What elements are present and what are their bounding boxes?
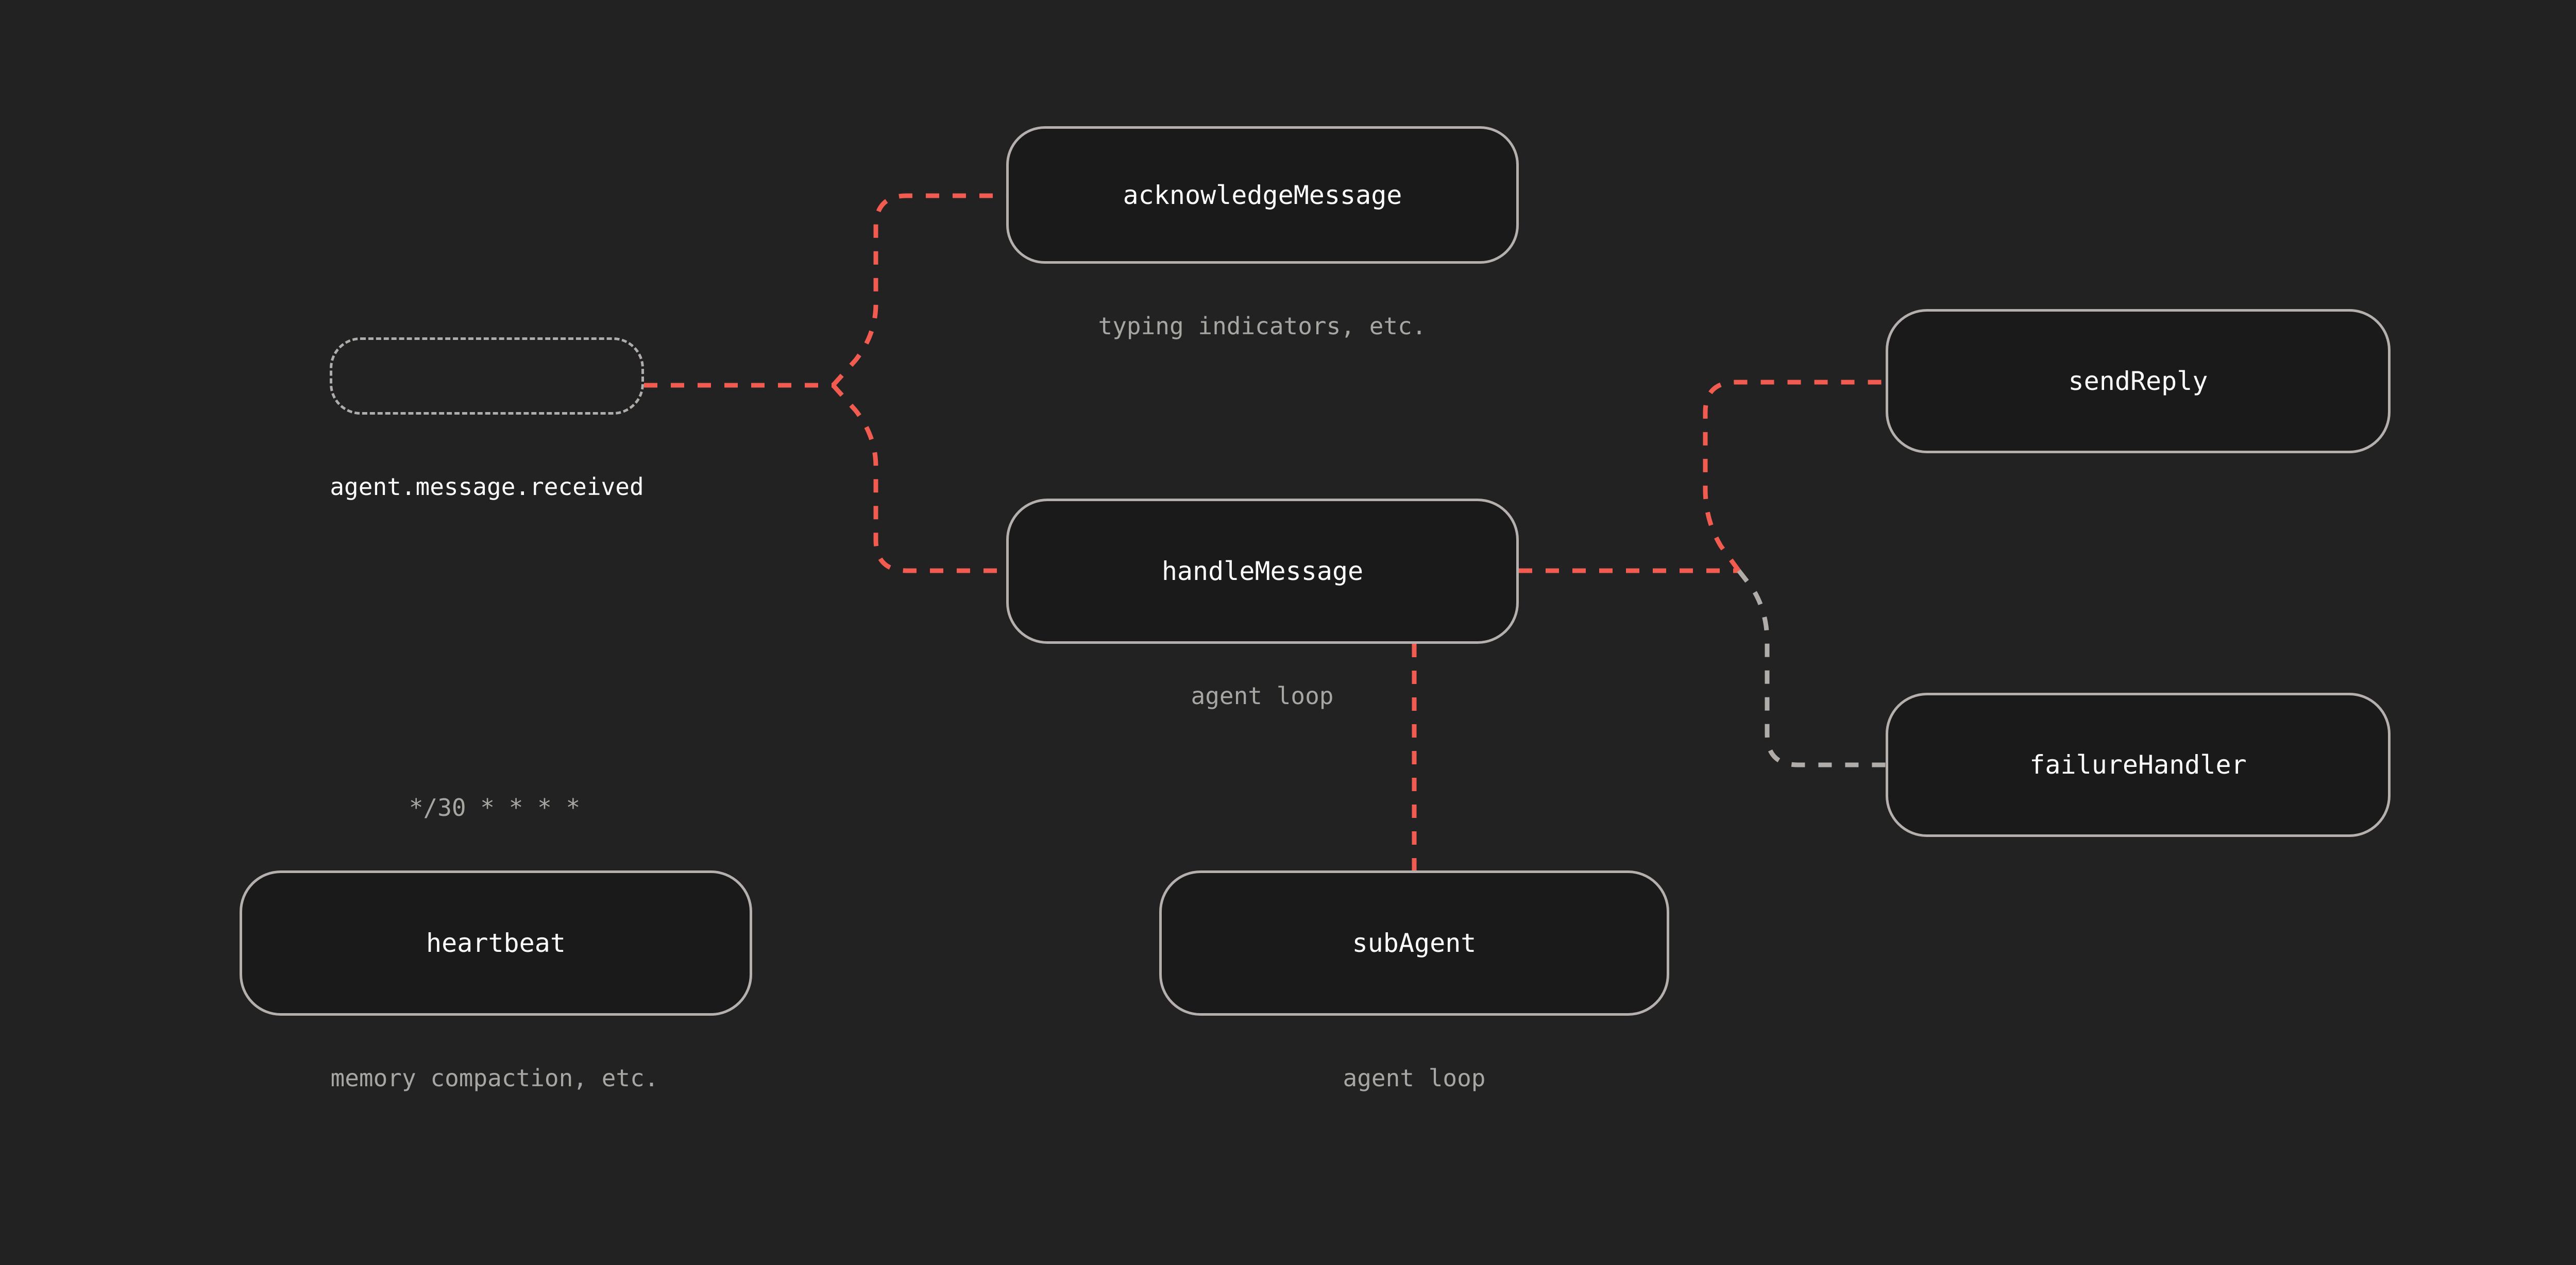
node-label-acknowledge-message: acknowledgeMessage [1123, 180, 1402, 210]
caption-sub-agent: agent loop [1343, 1064, 1486, 1092]
node-label-heartbeat: heartbeat [426, 928, 566, 958]
node-send-reply[interactable]: sendReply [1886, 309, 2391, 453]
trigger-node-agent-message-received[interactable] [330, 337, 644, 415]
edge-trigger-to-handle [831, 383, 1006, 573]
caption-heartbeat: memory compaction, etc. [330, 1064, 659, 1092]
node-label-send-reply: sendReply [2068, 366, 2208, 396]
node-failure-handler[interactable]: failureHandler [1886, 693, 2391, 837]
edge-handle-to-failurehandler [1737, 569, 1886, 767]
node-sub-agent[interactable]: subAgent [1159, 870, 1669, 1016]
node-acknowledge-message[interactable]: acknowledgeMessage [1006, 126, 1519, 264]
caption-cron-expression: */30 * * * * [409, 794, 581, 822]
trigger-node-caption: agent.message.received [330, 473, 644, 501]
node-label-sub-agent: subAgent [1352, 928, 1477, 958]
edge-trigger-to-acknowledge [831, 193, 1006, 387]
node-heartbeat[interactable]: heartbeat [240, 870, 752, 1016]
node-label-handle-message: handleMessage [1161, 556, 1364, 586]
node-handle-message[interactable]: handleMessage [1006, 499, 1519, 644]
caption-acknowledge-message: typing indicators, etc. [1098, 312, 1427, 340]
node-label-failure-handler: failureHandler [2029, 750, 2247, 780]
caption-handle-message: agent loop [1191, 682, 1334, 710]
edge-handle-to-sendreply [1703, 380, 1886, 572]
